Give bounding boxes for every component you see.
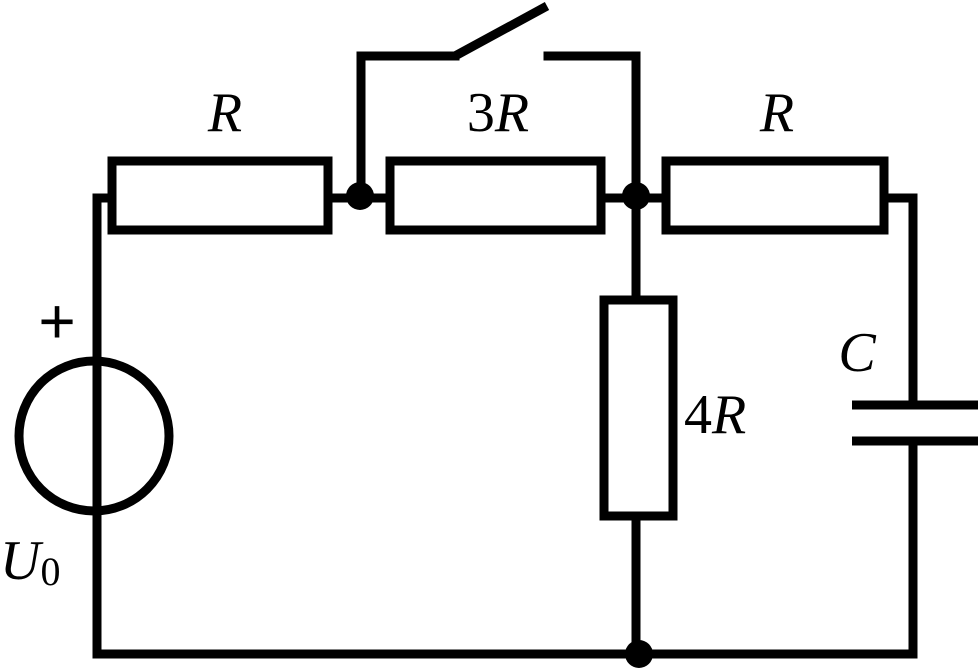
wire-switch-left-terminal <box>356 51 460 203</box>
resistor-r-right <box>661 156 889 235</box>
label-capacitor: C <box>838 322 876 384</box>
wire-source-to-bottom <box>92 441 918 659</box>
label-source: U0 <box>0 530 60 594</box>
label-r-right: R <box>759 82 794 144</box>
label-source-symbol: U <box>0 530 44 592</box>
resistor-3r-middle <box>385 156 606 235</box>
label-4r-symbol: R <box>711 384 746 446</box>
resistor-4r-vertical <box>599 295 678 521</box>
switch-blade[interactable] <box>452 2 550 60</box>
capacitor <box>852 400 978 446</box>
label-3r-middle: 3R <box>467 82 529 144</box>
junction-node-left <box>346 182 374 210</box>
label-4r-vertical: 4R <box>684 384 746 446</box>
label-3r-coefficient: 3 <box>467 82 495 144</box>
wire-r-right-to-capacitor <box>879 193 918 410</box>
junction-node-bottom <box>625 640 653 668</box>
label-4r-coefficient: 4 <box>684 384 712 446</box>
label-source-subscript: 0 <box>40 549 60 594</box>
wires <box>92 51 918 659</box>
wire-left-rail <box>92 193 117 370</box>
junction-node-right <box>622 182 650 210</box>
label-source-polarity: + <box>38 285 75 357</box>
label-3r-symbol: R <box>494 82 529 144</box>
resistor-r-left <box>107 156 333 235</box>
wire-switch-right-terminal <box>543 51 641 203</box>
label-r-left: R <box>207 82 242 144</box>
